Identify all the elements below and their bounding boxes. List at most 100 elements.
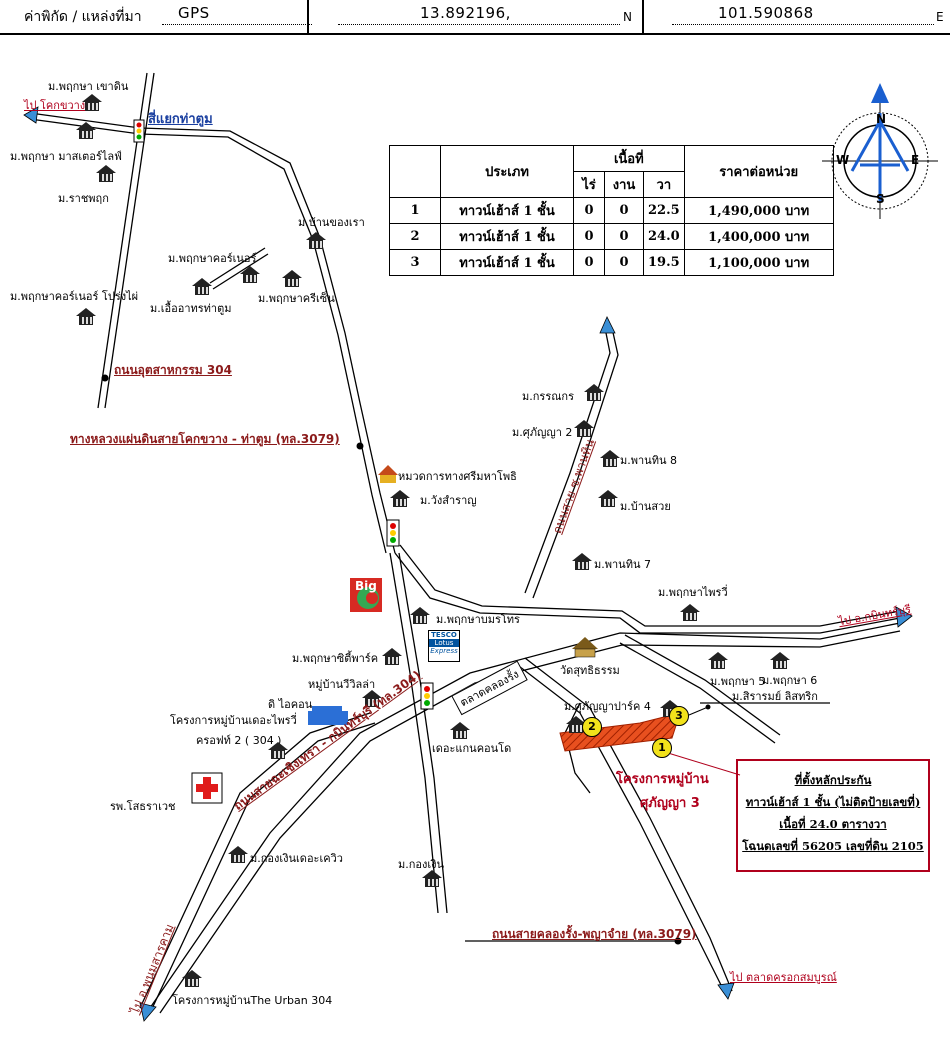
tesco-lotus-logo: TESCO Lotus Express [428, 630, 460, 662]
place-label: ม.สิรารมย์ ลิสทริก [732, 690, 818, 703]
place-label: ม.เอื้ออาทรท่าตูม [150, 302, 232, 315]
place-label: ม.พฤกษา 5 [710, 675, 766, 688]
project-name-line1: โครงการหมู่บ้าน [616, 772, 709, 787]
road-suphanya-edge [624, 634, 781, 736]
dot-leader [338, 14, 620, 25]
legend-line1: ทาวน์เฮ้าส์ 1 ชั้น (ไม่ติดป้ายเลขที่) [745, 795, 921, 809]
road-3079-north [29, 112, 396, 554]
coord-label: ค่าพิกัด / แหล่งที่มา [24, 9, 142, 25]
divider [642, 0, 644, 33]
express-text: Express [430, 647, 458, 655]
place-label: ครอฟท์ 2 ( 304 ) [196, 734, 282, 747]
place-label: ม.พานทิน 7 [594, 558, 651, 571]
place-label: ม.พฤกษาซิตี้พาร์ค [292, 652, 379, 665]
house-icon [598, 490, 618, 507]
house-icon [770, 652, 790, 669]
place-label: ม.พฤกษา มาสเตอร์ไลฟ์ [10, 150, 122, 163]
longitude-suffix: E [936, 10, 944, 24]
house-icon [584, 384, 604, 401]
big-c-logo [350, 578, 382, 612]
road-label: ถนนสายคลองรั้ง-พญาจำย (ทล.3079) [492, 927, 697, 941]
latitude-value: 13.892196, [420, 4, 511, 22]
cell-rai: 0 [573, 223, 605, 250]
cell-price: 1,100,000 บาท [683, 249, 834, 276]
legend-line2: เนื้อที่ 24.0 ตารางวา [779, 817, 887, 831]
road-dot [356, 442, 364, 450]
house-icon [240, 266, 260, 283]
legend-leader [667, 752, 741, 776]
col-no [389, 145, 441, 198]
col-type: ประเภท [440, 145, 574, 198]
place-label: ม.พฤกษาคอร์เนอร์ [168, 252, 257, 265]
project-name-line2: ศุภัญญา 3 [640, 796, 700, 811]
marker-1: 1 [652, 738, 672, 758]
road-dot [101, 374, 109, 382]
place-label: ม.กองเงิน [398, 858, 445, 871]
hospital-label: รพ.โสธราเวช [110, 800, 176, 813]
house-icon [76, 308, 96, 325]
marker-3: 3 [669, 706, 689, 726]
house-icon [382, 648, 402, 665]
place-label: เดอะแกนคอนโด [432, 742, 512, 755]
house-icon [680, 604, 700, 621]
house-icon [268, 742, 288, 759]
house-icon [390, 490, 410, 507]
arrow-west [23, 106, 39, 124]
arrow-east [895, 606, 913, 628]
legend-title: ที่ตั้งหลักประกัน [794, 773, 872, 787]
road-industrial-304-edge [104, 72, 155, 409]
road-map: N S E W [23, 72, 938, 1022]
house-icon [362, 690, 382, 707]
compass-n: N [876, 112, 886, 126]
road-suphanya [619, 642, 776, 744]
cell-type: ทาวน์เฮ้าส์ 1 ชั้น [440, 197, 574, 224]
road-to-phanom-edge [149, 722, 376, 1014]
house-icon [572, 553, 592, 570]
house-icon [182, 970, 202, 987]
traffic-light-icon [420, 682, 434, 710]
cell-wa: 24.0 [643, 223, 685, 250]
place-label: ม.พฤกษาบมรโทร [436, 613, 520, 626]
house-icon [708, 652, 728, 669]
place-label: ดิ ไอคอน [268, 698, 313, 711]
col-wa: วา [643, 171, 685, 198]
dot-leader [162, 14, 312, 25]
place-label: ม.ศุภัญญา 2 [512, 426, 573, 439]
house-icon [96, 165, 116, 182]
compass-s: S [876, 192, 885, 206]
road-dot [674, 937, 682, 945]
cell-price: 1,400,000 บาท [683, 223, 834, 250]
place-label: ม.ศุภัญญาปาร์ค 4 [564, 700, 651, 713]
road-main-south [389, 552, 439, 914]
arrow-southwest [139, 1002, 157, 1022]
house-icon [574, 420, 594, 437]
place-label: ม.พฤกษา เขาดิน [48, 80, 129, 93]
col-price: ราคาต่อหน่วย [683, 145, 834, 198]
col-rai: ไร่ [573, 171, 605, 198]
cell-price: 1,490,000 บาท [683, 197, 834, 224]
road-label: ถนนอุตสาหกรรม 304 [114, 363, 232, 377]
marker-leader [688, 706, 709, 716]
place-label: ม.บ้านสวย [620, 500, 671, 513]
road-to-kabinburi-edge [399, 544, 901, 627]
building-icon [308, 706, 348, 725]
cell-type: ทาวน์เฮ้าส์ 1 ชั้น [440, 249, 574, 276]
cell-no: 3 [389, 249, 441, 276]
house-icon [306, 232, 326, 249]
marker-leader-dot [705, 704, 711, 710]
temple-icon [572, 637, 598, 658]
cell-wa: 22.5 [643, 197, 685, 224]
coordinate-bar: ค่าพิกัด / แหล่งที่มา GPS 13.892196, N 1… [0, 0, 950, 35]
col-area: เนื้อที่ [573, 145, 685, 172]
place-label: ม.กรรณกร [522, 390, 574, 403]
side-road [209, 247, 266, 284]
house-icon [76, 122, 96, 139]
dot-leader [672, 14, 934, 25]
big-c-text: Big [355, 579, 377, 593]
traffic-light-icon [386, 519, 400, 547]
divider [307, 0, 309, 33]
cell-rai: 0 [573, 197, 605, 224]
tesco-text: TESCO [431, 631, 457, 639]
table-row: 2 ทาวน์เฮ้าส์ 1 ชั้น 0 0 24.0 1,400,000 … [389, 223, 834, 250]
road-to-kabinburi [394, 552, 901, 634]
